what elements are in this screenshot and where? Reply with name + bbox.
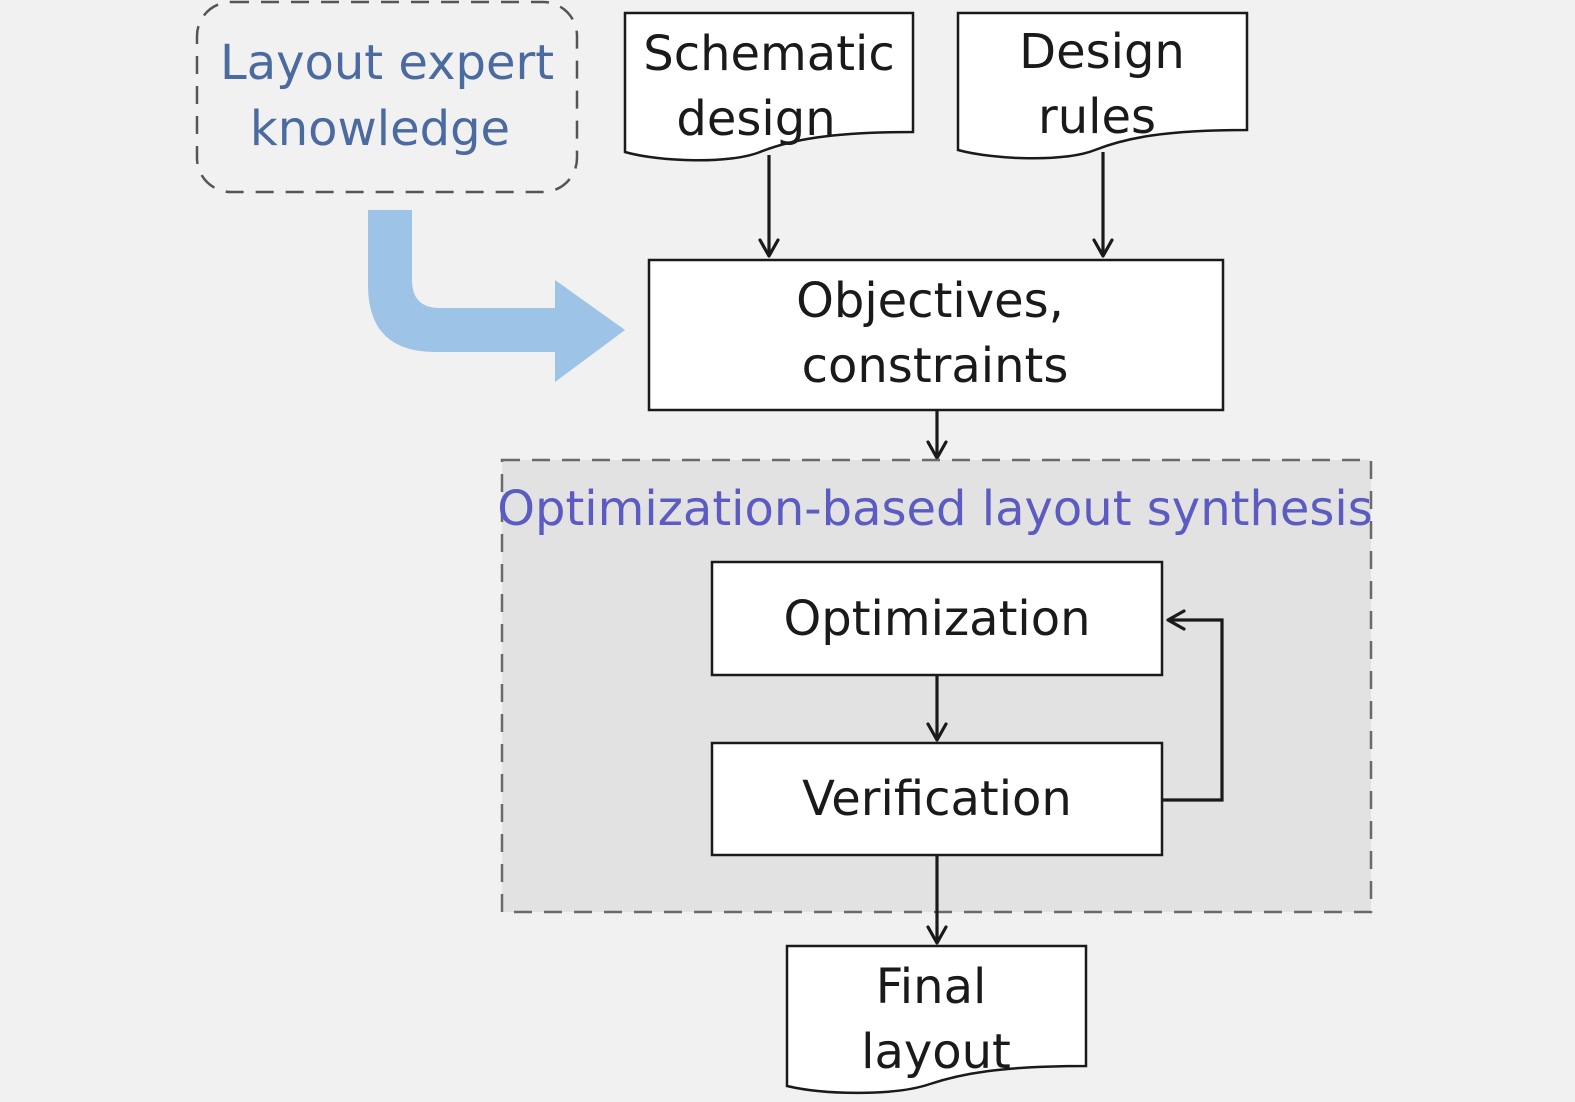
expert-knowledge-label-line1: Layout expert xyxy=(220,35,554,91)
schematic-design-node: Schematic design xyxy=(623,11,915,162)
schematic-to-objectives-arrowhead xyxy=(758,238,780,258)
design-rules-node: Design rules xyxy=(956,11,1249,160)
objectives-node: Objectives, constraints xyxy=(647,258,1225,412)
expert-knowledge-node: Layout expert knowledge xyxy=(195,0,579,194)
verification-node: Verification xyxy=(710,741,1164,857)
optimization-label: Optimization xyxy=(783,591,1090,647)
knowledge-flow-arrow xyxy=(368,210,625,382)
feedback-loop-arrowhead xyxy=(1166,609,1186,631)
rules-to-objectives-arrowhead xyxy=(1092,238,1114,258)
final-layout-label-line1: Final xyxy=(876,959,987,1015)
optimization-box xyxy=(710,560,1164,677)
feedback-loop-edge xyxy=(1162,618,1224,802)
optimization-to-verification-arrowhead xyxy=(926,722,948,742)
design-rules-label-line2: rules xyxy=(1038,89,1156,145)
final-layout-node: Final layout xyxy=(785,944,1088,1095)
objectives-label-line2: constraints xyxy=(802,338,1069,394)
schematic-design-label-line1: Schematic xyxy=(643,26,895,82)
schematic-design-label-line2: design xyxy=(676,91,835,147)
expert-knowledge-label-line2: knowledge xyxy=(250,101,510,157)
verification-to-output-arrowhead xyxy=(926,925,948,945)
objectives-to-synthesis-arrowhead xyxy=(926,440,948,460)
design-rules-shape xyxy=(956,11,1249,160)
expert-knowledge-border xyxy=(195,0,579,194)
objectives-label-line1: Objectives, xyxy=(796,273,1064,329)
verification-label: Verification xyxy=(802,771,1072,827)
synthesis-title: Optimization-based layout synthesis xyxy=(497,481,1373,537)
optimization-node: Optimization xyxy=(710,560,1164,677)
design-rules-label-line1: Design xyxy=(1019,24,1185,80)
final-layout-label-line2: layout xyxy=(861,1024,1011,1080)
final-layout-shape xyxy=(785,944,1088,1095)
schematic-design-shape xyxy=(623,11,915,162)
